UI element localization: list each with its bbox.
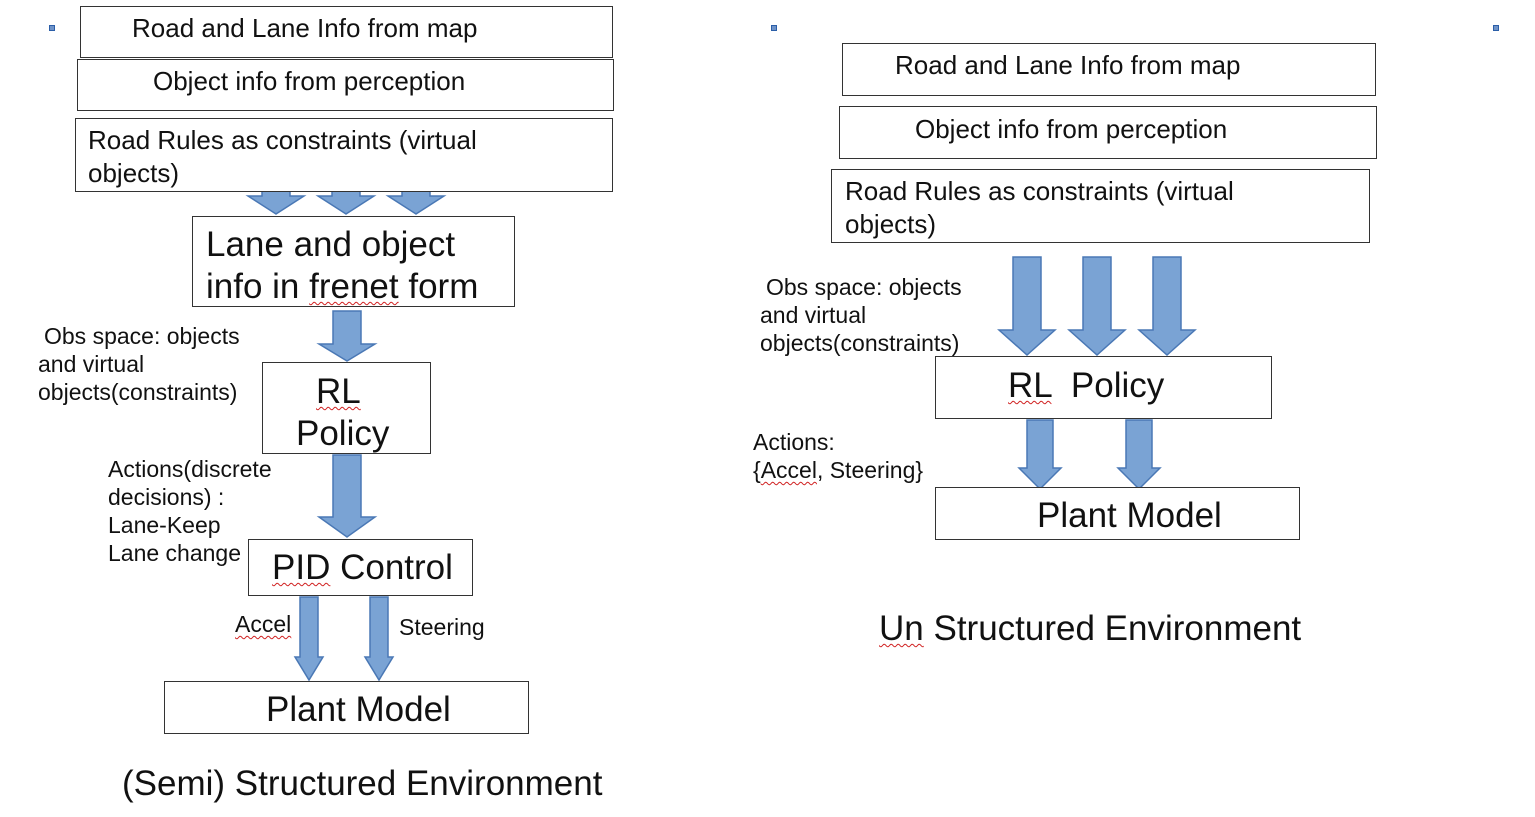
actions-label-line2: decisions) : [108,484,225,510]
pid-control-label: PID Control [272,548,453,587]
bullet-marker [1493,25,1499,31]
perception-info-box [839,106,1377,159]
down-arrow [293,596,325,682]
down-arrow [1017,419,1063,491]
road-rules-label-line1: Road Rules as constraints (virtual [88,125,477,155]
road-rules-label-line2: objects) [88,158,180,188]
road-rules-label-line2: objects) [845,209,937,239]
perception-info-box [77,59,614,111]
down-arrow [363,596,395,682]
perception-info-label: Object info from perception [153,66,466,96]
down-arrow [316,310,378,362]
down-arrow [1067,256,1127,357]
rl-policy-box [262,362,431,454]
rl-policy-label: RL Policy [1008,366,1165,405]
plant-model-label: Plant Model [266,690,451,729]
down-arrow [1137,256,1197,357]
actions-label-line1: Actions: [753,429,835,455]
frenet-label-line1: Lane and object [206,225,456,264]
plant-model-box [935,487,1300,540]
map-info-label: Road and Lane Info from map [895,50,1241,80]
down-arrow [997,256,1057,357]
pid-control-box [248,539,473,596]
map-info-box [80,6,613,58]
down-arrow [316,454,378,538]
rl-policy-box [935,356,1272,419]
policy-label: Policy [296,414,390,453]
rl-label: RL [316,372,361,411]
obs-space-label-line1: Obs space: objects [766,274,962,300]
map-info-box [842,43,1376,96]
plant-model-box [164,681,529,734]
caption-unstructured: Un Structured Environment [879,609,1302,648]
obs-space-label-line1: Obs space: objects [44,323,240,349]
plant-model-label: Plant Model [1037,496,1222,535]
caption-semi-structured: (Semi) Structured Environment [122,764,603,803]
obs-space-label-line2: and virtual [38,351,145,377]
actions-label-line1: Actions(discrete [108,456,272,482]
frenet-box [192,216,515,307]
down-arrow [1116,419,1162,491]
map-info-label: Road and Lane Info from map [132,13,478,43]
obs-space-label-line3: objects(constraints) [38,379,238,405]
bullet-marker [771,25,777,31]
perception-info-label: Object info from perception [915,114,1228,144]
road-rules-box [831,169,1370,243]
accel-label: Accel [235,611,292,637]
actions-label-line4: Lane change [108,540,242,566]
steering-label: Steering [399,614,485,640]
frenet-label-line2: info in frenet form [206,267,479,306]
actions-label-line2: {Accel, Steering} [753,457,924,483]
road-rules-label-line1: Road Rules as constraints (virtual [845,176,1234,206]
obs-space-label-line3: objects(constraints) [760,330,960,356]
bullet-marker [49,25,55,31]
actions-label-line3: Lane-Keep [108,512,221,538]
obs-space-label-line2: and virtual [760,302,867,328]
road-rules-box [75,118,613,192]
